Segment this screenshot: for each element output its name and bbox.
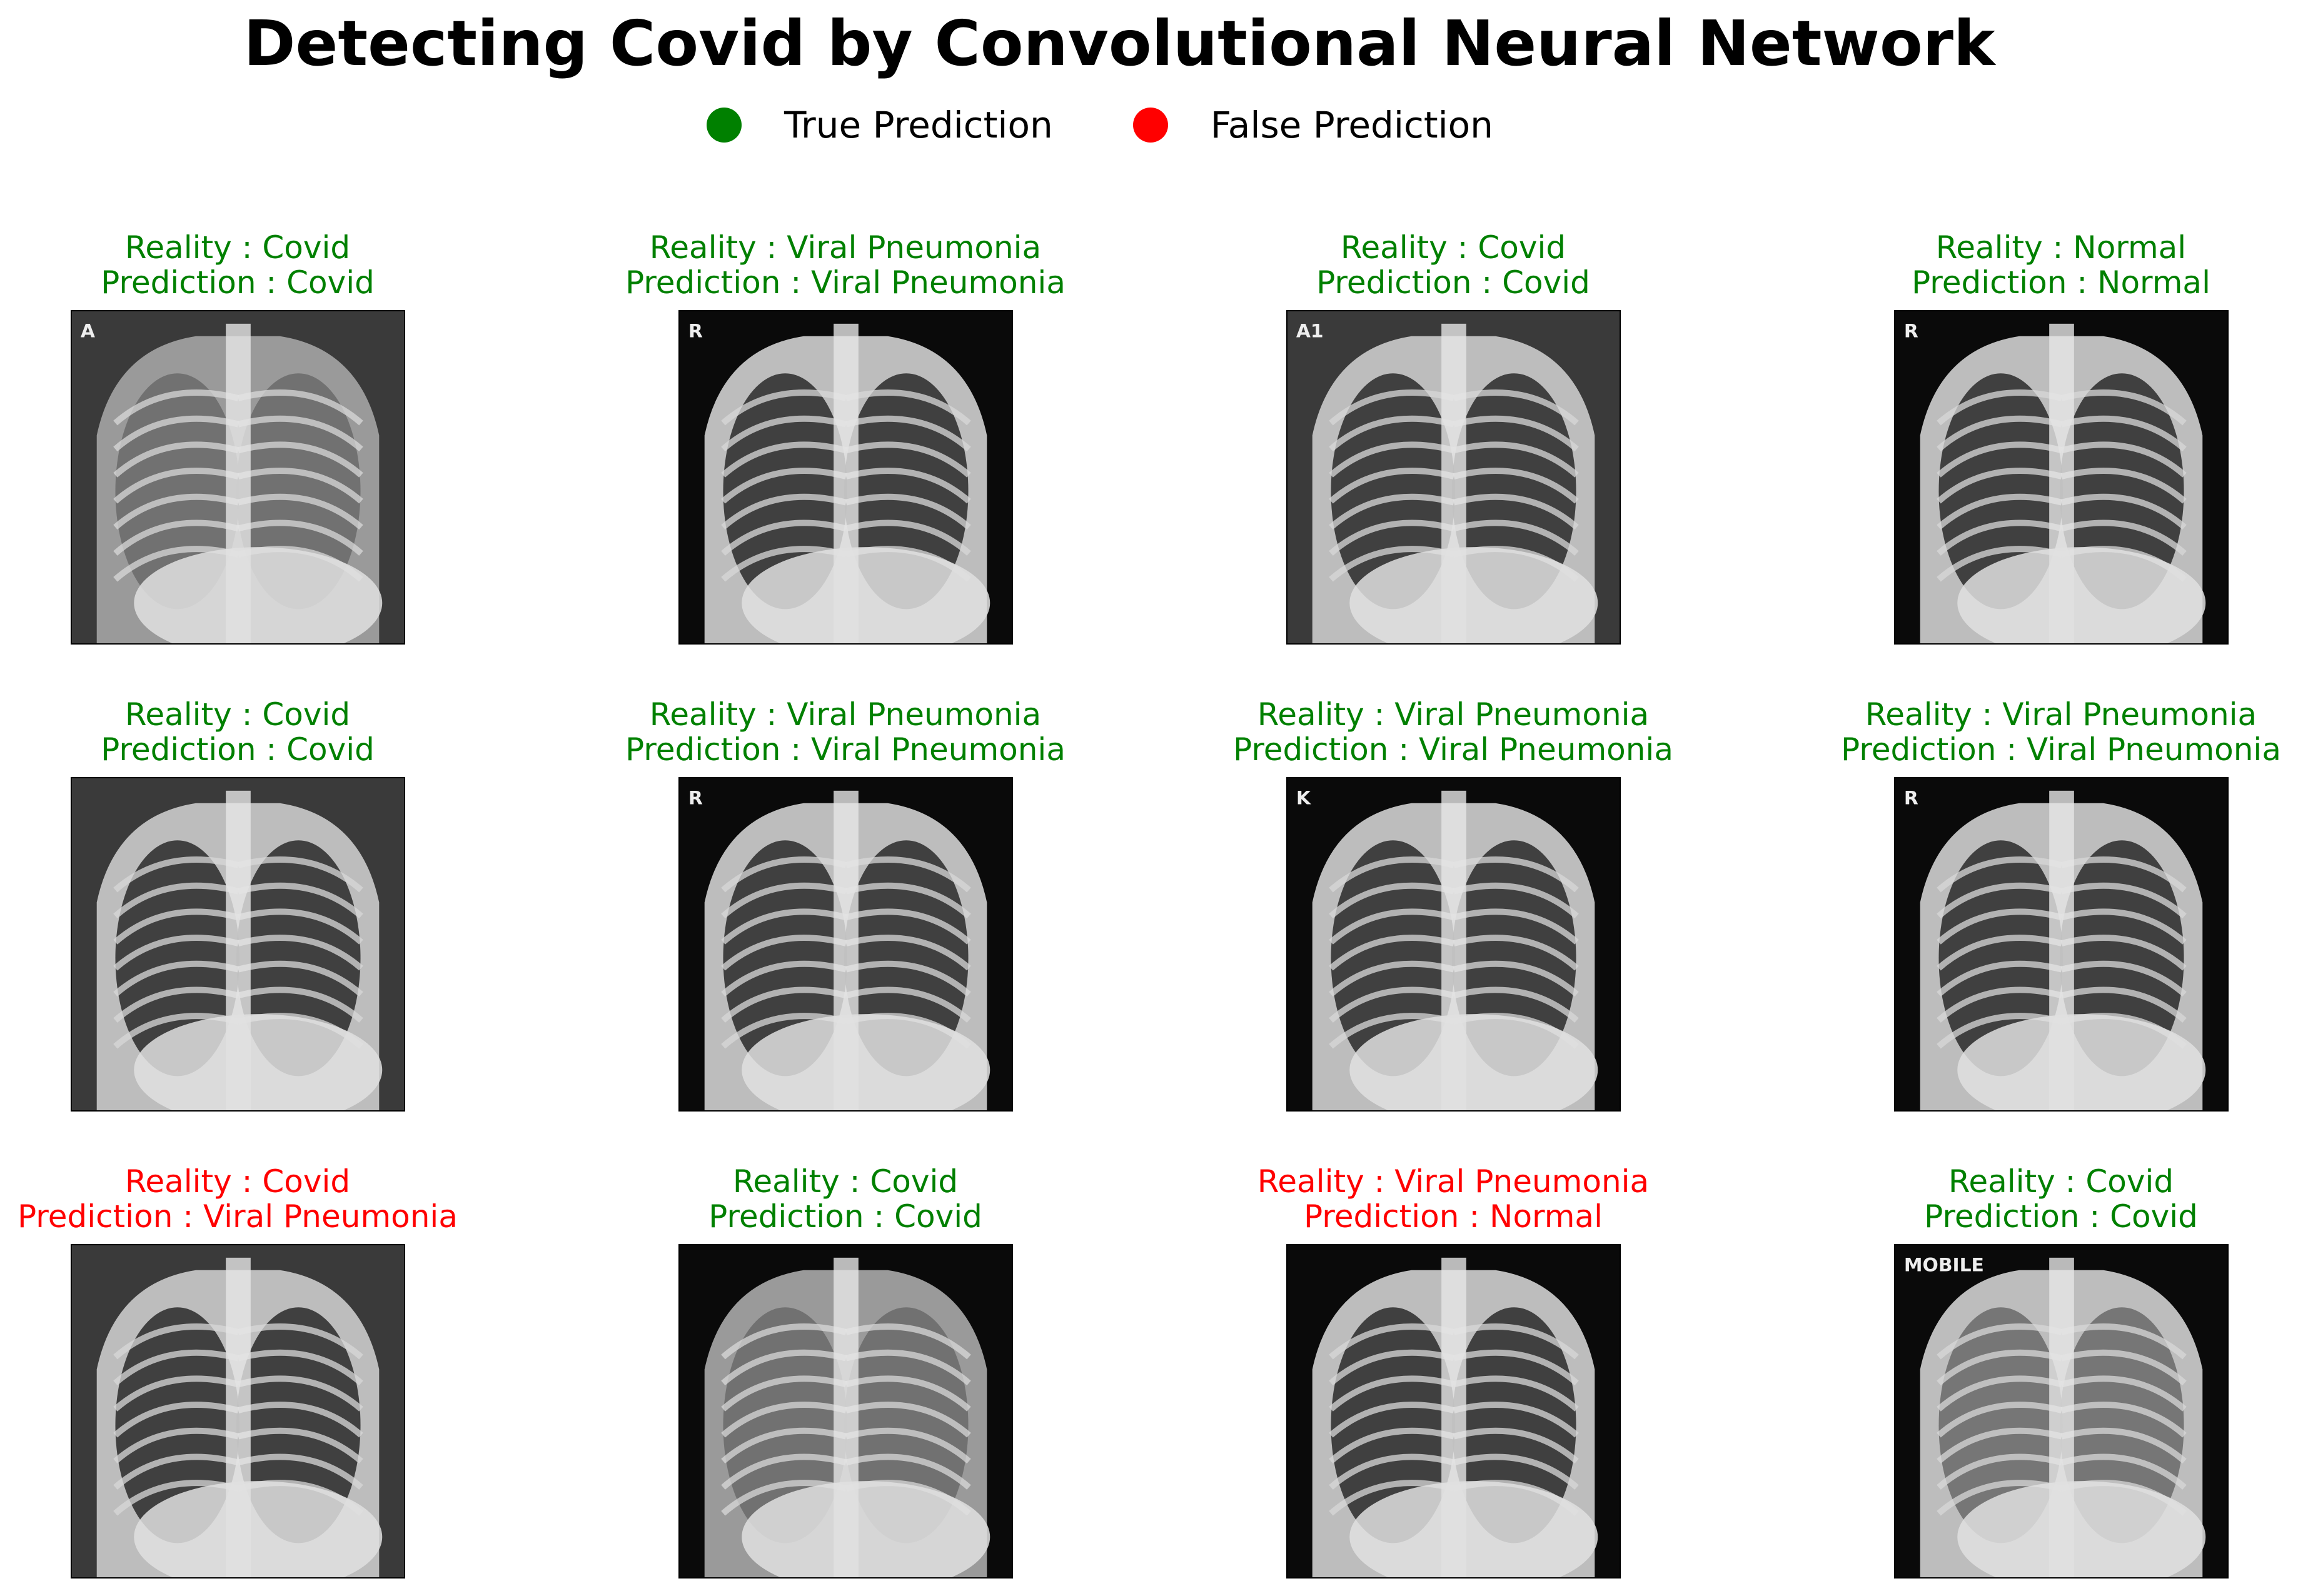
reality-label: Reality : Covid bbox=[124, 229, 351, 266]
svg-text:K: K bbox=[1296, 788, 1311, 810]
prediction-label: Prediction : Normal bbox=[1912, 264, 2210, 301]
chest-xray-image: R bbox=[1893, 310, 2229, 645]
svg-text:R: R bbox=[688, 788, 702, 810]
svg-text:R: R bbox=[1903, 321, 1918, 343]
reality-label: Reality : Viral Pneumonia bbox=[649, 229, 1042, 266]
prediction-label: Prediction : Viral Pneumonia bbox=[18, 1198, 458, 1235]
chest-xray-image: A1 bbox=[1286, 310, 1621, 645]
chest-xray-image bbox=[678, 1244, 1013, 1578]
figure-title: Detecting Covid by Convolutional Neural … bbox=[243, 7, 1995, 80]
reality-label: Reality : Viral Pneumonia bbox=[1257, 1163, 1650, 1200]
reality-label: Reality : Covid bbox=[124, 1163, 351, 1200]
reality-label: Reality : Covid bbox=[124, 696, 351, 733]
legend-entry-true: True Prediction bbox=[707, 107, 1053, 143]
reality-label: Reality : Viral Pneumonia bbox=[1257, 696, 1650, 733]
chest-xray-image: K bbox=[1286, 777, 1621, 1112]
chest-xray-image: A bbox=[70, 310, 405, 645]
reality-label: Reality : Covid bbox=[1340, 229, 1566, 266]
prediction-label: Prediction : Covid bbox=[101, 731, 375, 768]
prediction-label: Prediction : Viral Pneumonia bbox=[1233, 731, 1673, 768]
prediction-label: Prediction : Viral Pneumonia bbox=[1841, 731, 2281, 768]
svg-text:MOBILE: MOBILE bbox=[1903, 1255, 1983, 1277]
chest-xray-image bbox=[70, 777, 405, 1112]
svg-text:R: R bbox=[688, 321, 702, 343]
chest-xray-image: R bbox=[1893, 777, 2229, 1112]
svg-text:R: R bbox=[1903, 788, 1918, 810]
reality-label: Reality : Viral Pneumonia bbox=[649, 696, 1042, 733]
prediction-label: Prediction : Viral Pneumonia bbox=[625, 731, 1066, 768]
svg-text:A: A bbox=[80, 321, 94, 343]
legend-label-false: False Prediction bbox=[1210, 104, 1493, 146]
reality-label: Reality : Normal bbox=[1935, 229, 2187, 266]
legend-entry-false: False Prediction bbox=[1132, 104, 1493, 146]
legend: True Prediction False Prediction bbox=[707, 100, 1573, 150]
true-prediction-marker-icon bbox=[707, 108, 742, 143]
prediction-label: Prediction : Covid bbox=[1924, 1198, 2198, 1235]
prediction-label: Prediction : Normal bbox=[1304, 1198, 1603, 1235]
legend-label-true: True Prediction bbox=[784, 104, 1053, 146]
prediction-label: Prediction : Viral Pneumonia bbox=[625, 264, 1066, 301]
chest-xray-image: R bbox=[678, 310, 1013, 645]
svg-text:A1: A1 bbox=[1296, 321, 1323, 343]
reality-label: Reality : Covid bbox=[732, 1163, 959, 1200]
false-prediction-marker-icon bbox=[1132, 108, 1168, 143]
reality-label: Reality : Covid bbox=[1948, 1163, 2174, 1200]
prediction-label: Prediction : Covid bbox=[708, 1198, 982, 1235]
chest-xray-image: R bbox=[678, 777, 1013, 1112]
prediction-label: Prediction : Covid bbox=[1316, 264, 1590, 301]
chest-xray-image bbox=[1286, 1244, 1621, 1578]
chest-xray-image bbox=[70, 1244, 405, 1578]
prediction-label: Prediction : Covid bbox=[101, 264, 375, 301]
reality-label: Reality : Viral Pneumonia bbox=[1865, 696, 2257, 733]
chest-xray-image: MOBILE bbox=[1893, 1244, 2229, 1578]
